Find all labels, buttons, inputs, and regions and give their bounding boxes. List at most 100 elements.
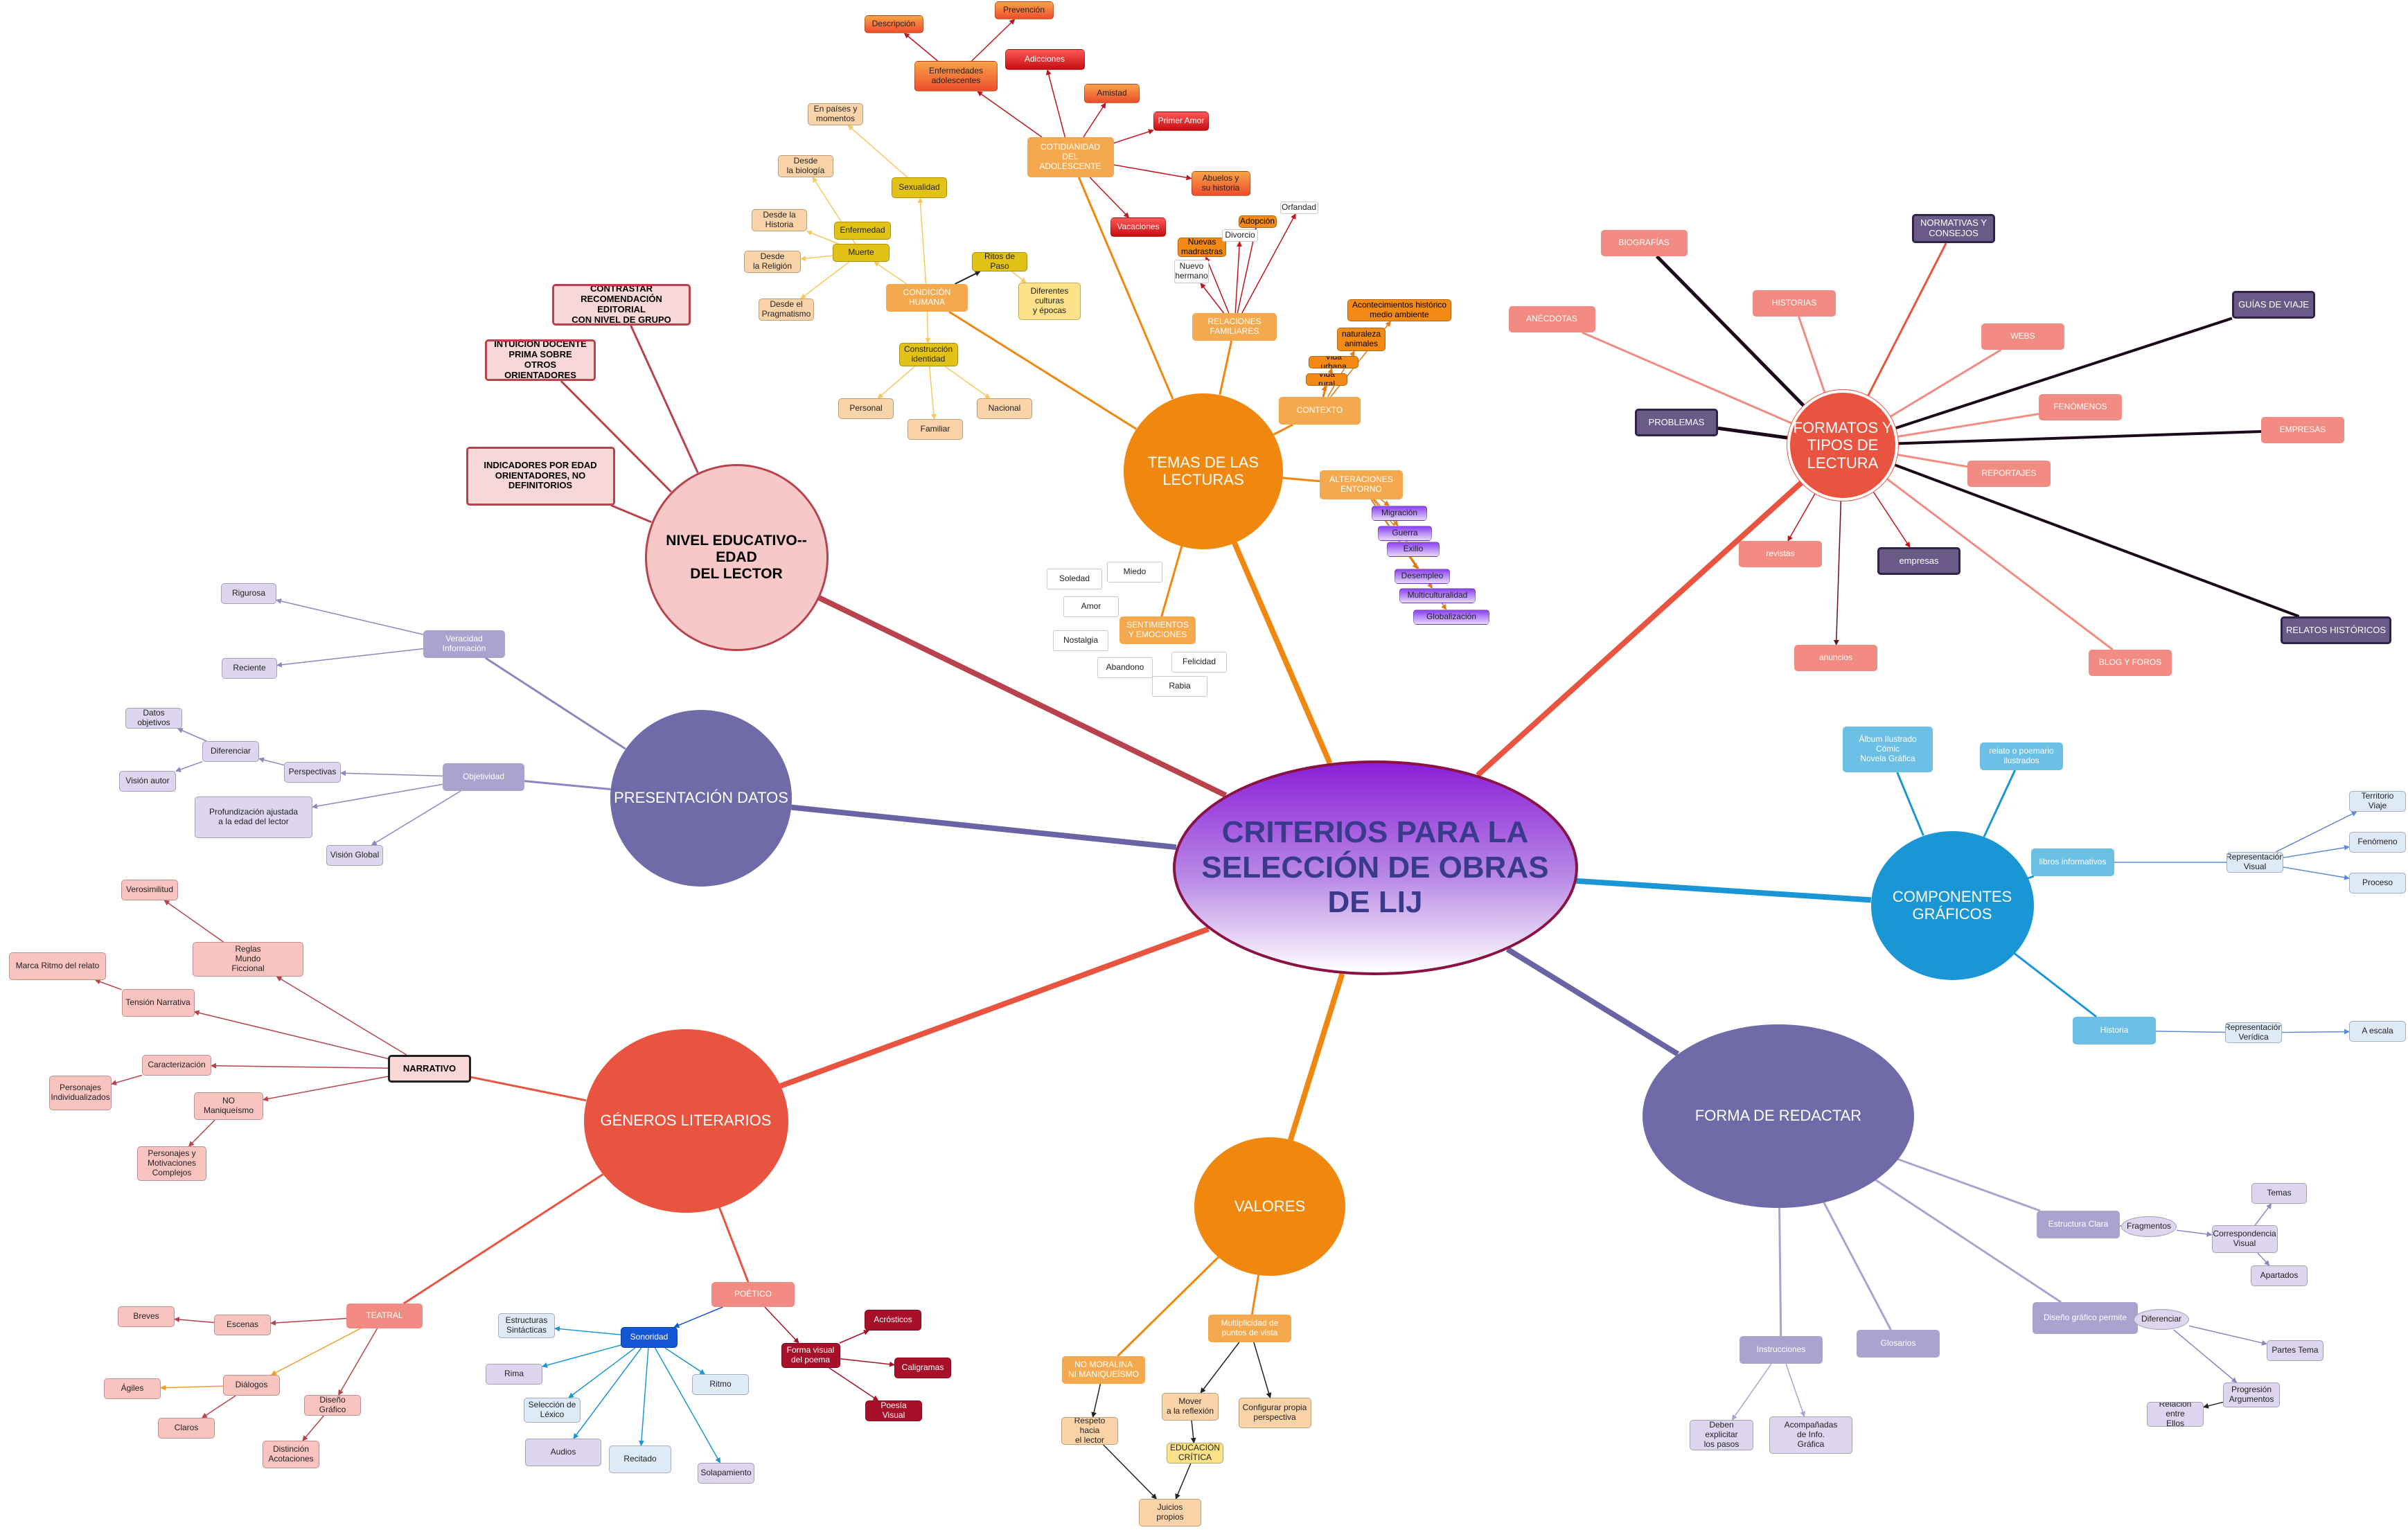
- node-libros-info[interactable]: libros informativos: [2031, 848, 2114, 876]
- node-revistas[interactable]: revistas: [1739, 541, 1822, 567]
- node-partes-tema[interactable]: Partes Tema: [2267, 1340, 2323, 1361]
- node-webs[interactable]: WEBS: [1981, 323, 2064, 350]
- node-empresas-caps[interactable]: EMPRESAS: [2261, 417, 2344, 443]
- node-diferenciar2[interactable]: Diferenciar: [2134, 1309, 2189, 1330]
- node-sexualidad[interactable]: Sexualidad: [892, 177, 947, 198]
- node-respeto[interactable]: Respeto hacia el lector: [1061, 1417, 1118, 1445]
- node-relaciones[interactable]: RELACIONES FAMILIARES: [1192, 313, 1277, 341]
- node-diferenciar1[interactable]: Diferenciar: [202, 741, 259, 762]
- node-rabia[interactable]: Rabia: [1152, 676, 1207, 697]
- node-exilio[interactable]: Exilio: [1387, 542, 1440, 557]
- node-formatos[interactable]: FORMATOS Y TIPOS DE LECTURA: [1787, 390, 1898, 501]
- node-guerra[interactable]: Guerra: [1378, 526, 1432, 541]
- node-fenomenos[interactable]: FENÓMENOS: [2039, 394, 2122, 420]
- node-tension[interactable]: Tensión Narrativa: [121, 989, 195, 1017]
- node-juicios[interactable]: Juicios propios: [1139, 1499, 1201, 1527]
- node-sentimientos[interactable]: SENTIMIENTOS Y EMOCIONES: [1119, 616, 1196, 644]
- node-intuicion[interactable]: INTUICIÓN DOCENTE PRIMA SOBRE OTROS ORIE…: [485, 339, 596, 381]
- node-reportajes[interactable]: REPORTAJES: [1967, 461, 2051, 487]
- node-vida-urbana[interactable]: Vida urbana: [1309, 356, 1358, 368]
- node-datos-obj[interactable]: Datos objetivos: [125, 708, 182, 729]
- node-relacion-ellos[interactable]: Relación entre Ellos: [2147, 1402, 2204, 1427]
- node-proceso[interactable]: Proceso: [2349, 873, 2406, 893]
- node-personal[interactable]: Personal: [838, 398, 894, 419]
- node-globalizacion[interactable]: Globalización: [1413, 610, 1489, 625]
- node-migracion[interactable]: Migración: [1372, 506, 1427, 521]
- node-historia2[interactable]: Historia: [2073, 1017, 2156, 1044]
- node-glosarios[interactable]: Glosarios: [1857, 1330, 1940, 1358]
- node-mover[interactable]: Mover a la reflexión: [1162, 1393, 1219, 1421]
- node-reglas[interactable]: Reglas Mundo Ficcional: [193, 942, 303, 977]
- node-sonoridad[interactable]: Sonoridad: [621, 1327, 678, 1348]
- node-miedo[interactable]: Miedo: [1107, 562, 1162, 582]
- node-muerte[interactable]: Muerte: [833, 244, 889, 262]
- node-root[interactable]: CRITERIOS PARA LA SELECCIÓN DE OBRAS DE …: [1172, 760, 1578, 975]
- node-blog[interactable]: BLOG Y FOROS: [2089, 650, 2172, 676]
- node-felicidad[interactable]: Felicidad: [1171, 652, 1227, 673]
- node-a-escala[interactable]: A escala: [2349, 1021, 2406, 1042]
- node-culturas[interactable]: Diferentes culturas y épocas: [1018, 283, 1081, 320]
- node-acompanadas[interactable]: Acompañadas de Info. Gráfica: [1769, 1416, 1852, 1454]
- node-estructuras[interactable]: Estructuras Sintácticas: [498, 1313, 555, 1338]
- node-abandono[interactable]: Abandono: [1097, 657, 1153, 678]
- node-divorcio[interactable]: Divorcio: [1222, 229, 1258, 242]
- node-nuevas-madrastras[interactable]: Nuevas madrastras: [1178, 238, 1226, 257]
- node-descripcion[interactable]: Descripción: [864, 15, 923, 33]
- node-perspectivas[interactable]: Perspectivas: [284, 762, 341, 783]
- node-no-maniqueismo[interactable]: NO Maniqueísmo: [194, 1092, 263, 1120]
- node-enf-adol[interactable]: Enfermedades adolescentes: [914, 61, 998, 91]
- node-correspondencia[interactable]: Correspondencia Visual: [2211, 1225, 2278, 1253]
- node-diseno-graf[interactable]: Diseño Gráfico: [304, 1395, 361, 1416]
- node-religion[interactable]: Desde la Religión: [744, 251, 801, 273]
- node-identidad[interactable]: Construcción identidad: [898, 343, 958, 366]
- node-guias[interactable]: GUÍAS DE VIAJE: [2232, 291, 2315, 319]
- node-condicion[interactable]: CONDICIÓN HUMANA: [886, 284, 968, 312]
- node-amor[interactable]: Amor: [1063, 596, 1119, 617]
- node-rima[interactable]: Rima: [486, 1364, 542, 1385]
- node-poetico[interactable]: POÉTICO: [711, 1282, 795, 1307]
- node-caligramas[interactable]: Caligramas: [894, 1358, 951, 1378]
- node-naturaleza[interactable]: naturaleza animales: [1337, 328, 1386, 351]
- node-audios[interactable]: Audios: [525, 1439, 601, 1466]
- node-alteraciones[interactable]: ALTERACIONES ENTORNO: [1320, 470, 1403, 499]
- node-nivel[interactable]: NIVEL EDUCATIVO--EDAD DEL LECTOR: [644, 464, 829, 651]
- node-educacion[interactable]: EDUCACIÓN CRÍTICA: [1167, 1443, 1223, 1464]
- node-contexto[interactable]: CONTEXTO: [1279, 397, 1361, 425]
- node-veracidad[interactable]: Veracidad Información: [423, 630, 505, 658]
- node-configurar[interactable]: Configurar propia perspectiva: [1238, 1398, 1311, 1428]
- node-teatral[interactable]: TEATRAL: [346, 1304, 423, 1328]
- node-caracterizacion[interactable]: Caracterización: [142, 1055, 211, 1076]
- node-normativas[interactable]: NORMATIVAS Y CONSEJOS: [1912, 214, 1995, 243]
- node-temas[interactable]: TEMAS DE LAS LECTURAS: [1124, 393, 1283, 549]
- node-vacaciones[interactable]: Vacaciones: [1110, 217, 1166, 237]
- node-escenas[interactable]: Escenas: [214, 1315, 271, 1335]
- node-ritmo-relato[interactable]: Marca Ritmo del relato: [9, 952, 106, 980]
- node-instrucciones[interactable]: Instrucciones: [1739, 1336, 1823, 1364]
- node-adopcion[interactable]: Adopción: [1238, 215, 1277, 228]
- node-album[interactable]: Álbum Ilustrado Cómic Novela Gráfica: [1843, 727, 1933, 772]
- node-reciente[interactable]: Reciente: [222, 658, 277, 679]
- node-rigurosa[interactable]: Rigurosa: [221, 583, 276, 604]
- node-desempleo[interactable]: Desempleo: [1395, 569, 1450, 584]
- node-primer-amor[interactable]: Primer Amor: [1153, 112, 1209, 131]
- node-recitado[interactable]: Recitado: [609, 1446, 671, 1473]
- node-progresion[interactable]: Progresión Argumentos: [2223, 1382, 2280, 1407]
- node-individualizados[interactable]: Personajes Individualizados: [49, 1076, 112, 1110]
- node-enfermedad[interactable]: Enfermedad: [834, 222, 891, 240]
- node-nacional[interactable]: Nacional: [977, 398, 1032, 419]
- node-poesia-visual[interactable]: Poesía Visual: [865, 1400, 922, 1421]
- node-objetividad[interactable]: Objetividad: [443, 763, 524, 791]
- node-orfandad[interactable]: Orfandad: [1280, 202, 1318, 214]
- node-componentes[interactable]: COMPONENTES GRÁFICOS: [1870, 830, 2034, 980]
- node-agiles[interactable]: Ágiles: [104, 1378, 161, 1399]
- node-relato-poemario[interactable]: relato o poemario ilustrados: [1980, 742, 2063, 770]
- node-pragmatismo[interactable]: Desde el Pragmatismo: [759, 299, 814, 321]
- node-problemas[interactable]: PROBLEMAS: [1635, 409, 1718, 436]
- node-diseno-permite[interactable]: Diseño gráfico permite: [2033, 1302, 2138, 1334]
- node-profundizacion[interactable]: Profundización ajustada a la edad del le…: [195, 797, 312, 838]
- node-multiplicidad[interactable]: Multiplicidad de puntos de vista: [1208, 1315, 1291, 1342]
- node-cotidianidad[interactable]: COTIDIANIDAD DEL ADOLESCENTE: [1027, 137, 1114, 177]
- node-vision-global[interactable]: Visión Global: [326, 845, 383, 866]
- node-temas2[interactable]: Temas: [2251, 1183, 2307, 1204]
- node-fenomeno[interactable]: Fenómeno: [2349, 832, 2406, 853]
